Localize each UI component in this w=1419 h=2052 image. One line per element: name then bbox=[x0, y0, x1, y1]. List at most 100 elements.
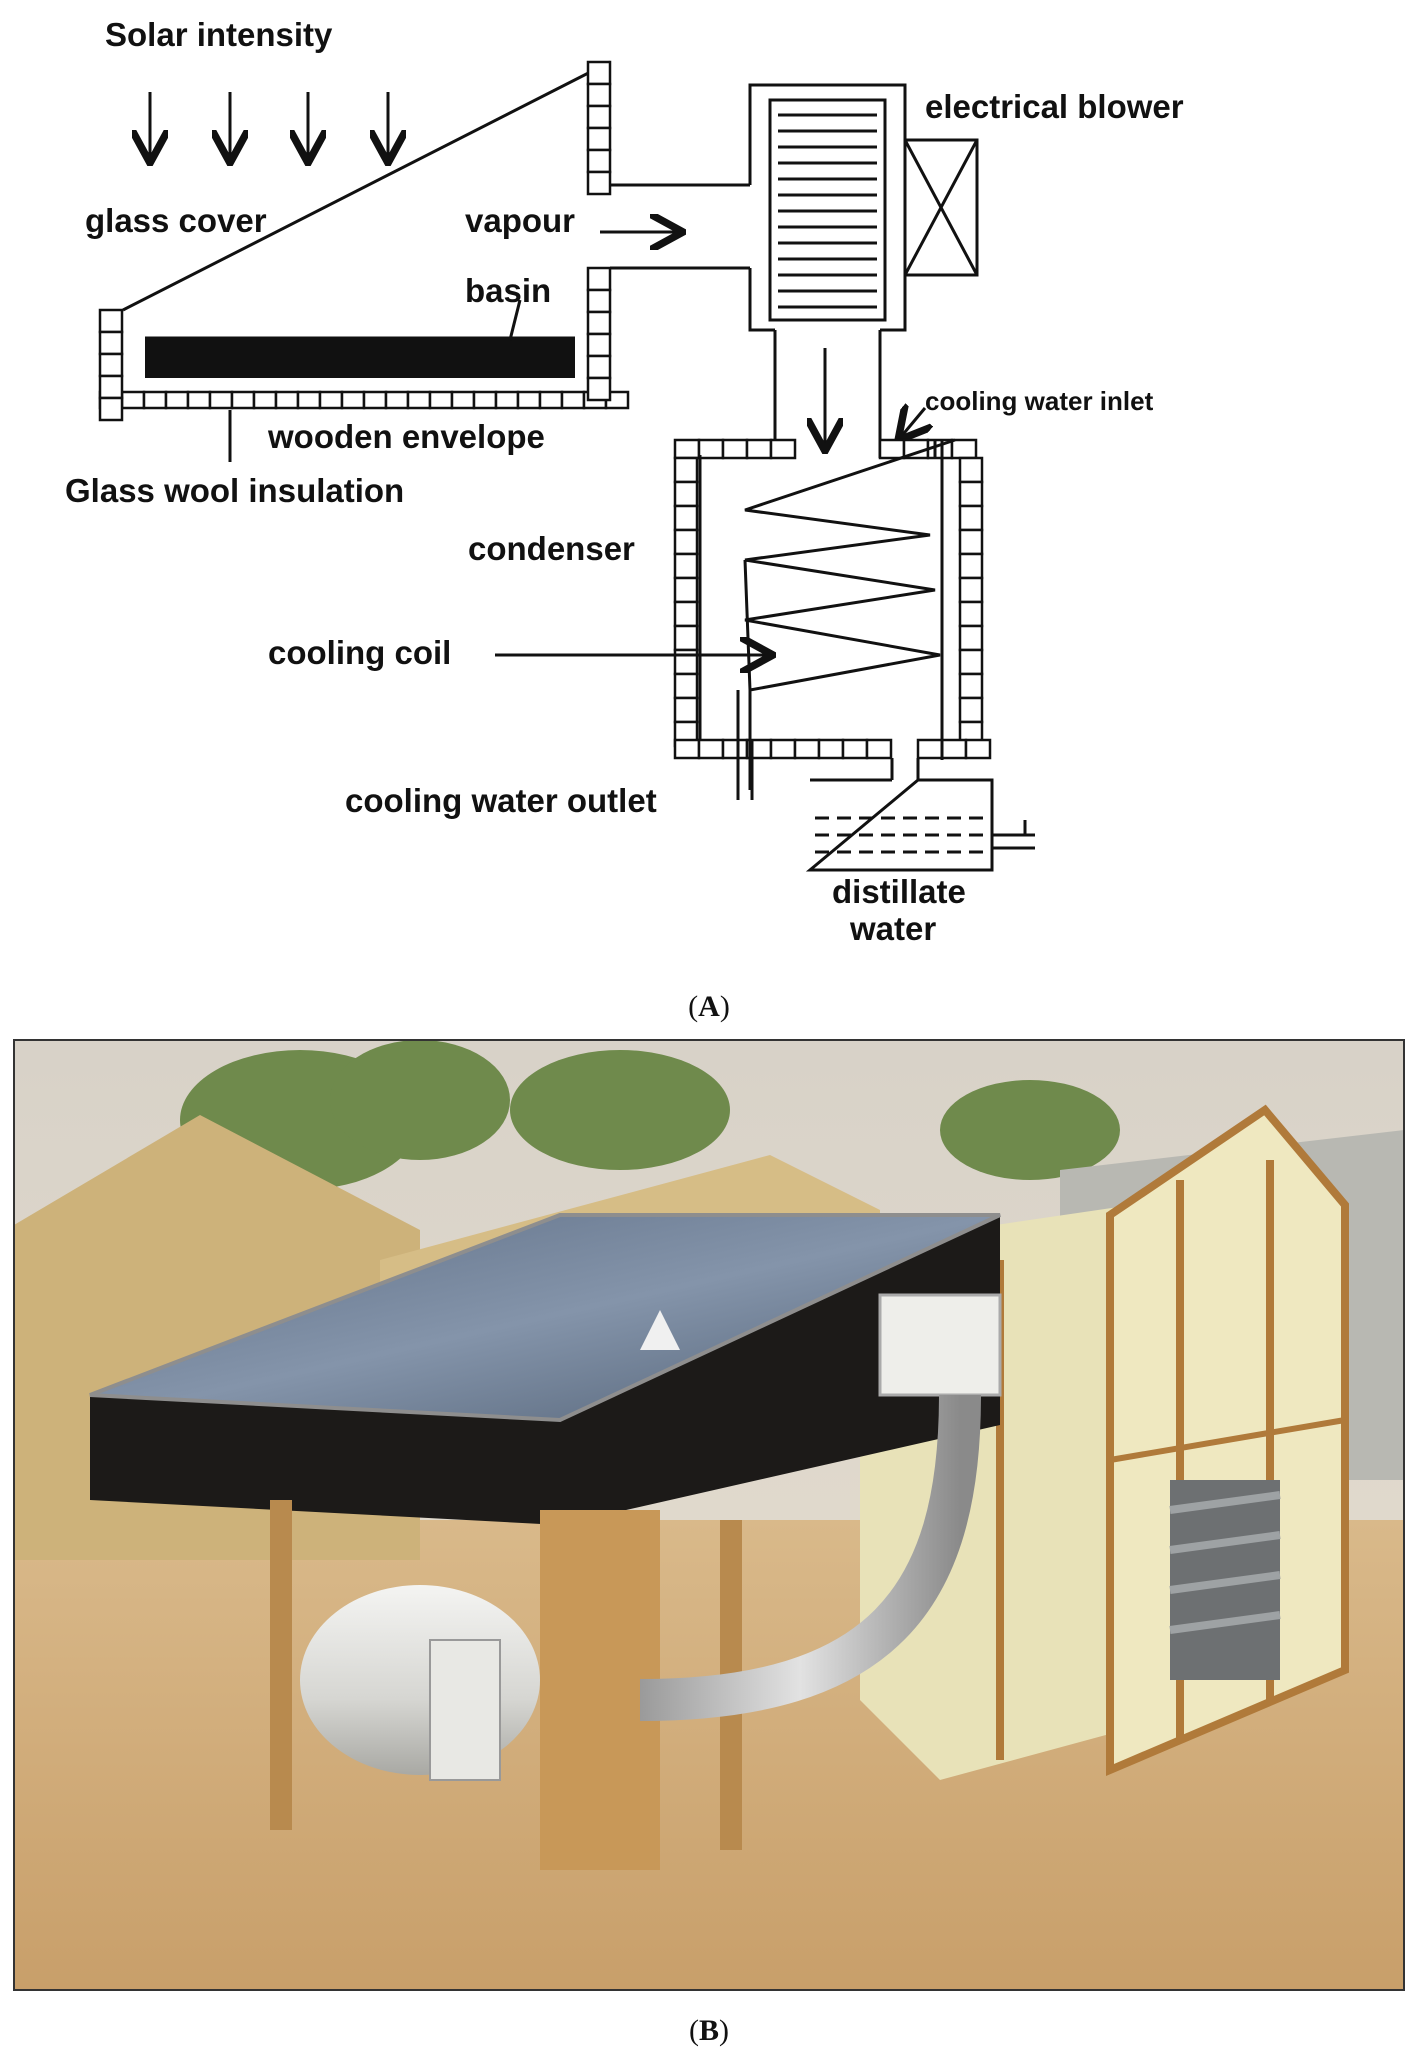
glass-cover-line bbox=[122, 60, 611, 312]
brick bbox=[586, 376, 612, 402]
brick bbox=[958, 456, 984, 484]
brick bbox=[384, 390, 410, 410]
brick bbox=[586, 170, 612, 196]
brick bbox=[673, 438, 701, 460]
condenser bbox=[495, 438, 992, 800]
brick bbox=[98, 352, 124, 378]
brick bbox=[958, 672, 984, 700]
label-cooling-water-outlet: cooling water outlet bbox=[345, 782, 657, 819]
basin-pointer bbox=[508, 299, 522, 341]
brick bbox=[98, 374, 124, 400]
brick bbox=[494, 390, 520, 410]
brick bbox=[673, 576, 699, 604]
brick bbox=[428, 390, 454, 410]
brick bbox=[721, 738, 749, 760]
brick bbox=[841, 738, 869, 760]
brick bbox=[769, 438, 797, 460]
brick bbox=[538, 390, 564, 410]
brick bbox=[98, 330, 124, 356]
brick bbox=[586, 288, 612, 314]
brick bbox=[950, 438, 978, 460]
brick bbox=[958, 552, 984, 580]
brick bbox=[769, 738, 797, 760]
brick bbox=[745, 438, 773, 460]
brick bbox=[362, 390, 388, 410]
label-basin: basin bbox=[465, 272, 551, 309]
brick bbox=[586, 126, 612, 152]
flexible-duct bbox=[639, 1394, 981, 1721]
brick bbox=[120, 390, 146, 410]
heat-exchanger-fins bbox=[778, 113, 877, 309]
still-brick-walls bbox=[98, 60, 630, 422]
label-water: water bbox=[849, 910, 936, 947]
brick bbox=[673, 456, 699, 484]
brick bbox=[673, 696, 699, 724]
brick bbox=[878, 438, 906, 460]
blower-housing bbox=[748, 83, 979, 458]
brick bbox=[142, 390, 168, 410]
electrical-blower bbox=[903, 138, 979, 277]
still-box bbox=[89, 1213, 1001, 1525]
brick bbox=[586, 310, 612, 336]
distillate-collector bbox=[805, 758, 1035, 872]
caption-a: (A) bbox=[688, 990, 730, 1023]
basin-water bbox=[145, 338, 575, 378]
brick bbox=[958, 600, 984, 628]
brick bbox=[98, 308, 124, 334]
solar-still bbox=[98, 60, 630, 462]
brick bbox=[586, 332, 612, 358]
brick bbox=[673, 552, 699, 580]
brick bbox=[296, 390, 322, 410]
brick bbox=[958, 504, 984, 532]
vapour-duct bbox=[600, 183, 750, 270]
label-glass-cover: glass cover bbox=[85, 202, 267, 239]
blower-unit bbox=[878, 1293, 1002, 1397]
label-distillate: distillate bbox=[832, 873, 966, 910]
label-cooling-water-inlet: cooling water inlet bbox=[925, 386, 1154, 416]
brick bbox=[673, 672, 699, 700]
brick bbox=[964, 738, 992, 760]
label-wooden-envelope: wooden envelope bbox=[267, 418, 545, 455]
brick bbox=[186, 390, 212, 410]
label-glass-wool-insulation: Glass wool insulation bbox=[65, 472, 404, 509]
brick bbox=[958, 576, 984, 604]
label-cooling-coil: cooling coil bbox=[268, 634, 451, 671]
brick bbox=[252, 390, 278, 410]
brick bbox=[673, 528, 699, 556]
brick bbox=[697, 738, 725, 760]
brick bbox=[817, 738, 845, 760]
brick bbox=[916, 738, 944, 760]
brick bbox=[865, 738, 893, 760]
label-condenser: condenser bbox=[468, 530, 635, 567]
brick bbox=[340, 390, 366, 410]
brick bbox=[673, 738, 701, 760]
brick bbox=[230, 390, 256, 410]
brick bbox=[958, 480, 984, 508]
label-electrical-blower: electrical blower bbox=[925, 88, 1184, 125]
brick bbox=[673, 600, 699, 628]
brick bbox=[406, 390, 432, 410]
brick bbox=[560, 390, 586, 410]
brick bbox=[673, 624, 699, 652]
schematic-diagram: Solar intensity glass cover vapour basin… bbox=[65, 16, 1184, 947]
brick bbox=[958, 696, 984, 724]
brick bbox=[164, 390, 190, 410]
glass-cover-panel bbox=[89, 1213, 1001, 1423]
brick bbox=[586, 82, 612, 108]
brick bbox=[318, 390, 344, 410]
brick bbox=[721, 438, 749, 460]
solar-arrows bbox=[150, 92, 388, 160]
brick bbox=[940, 738, 968, 760]
brick bbox=[958, 528, 984, 556]
brick bbox=[586, 266, 612, 292]
brick bbox=[472, 390, 498, 410]
brick bbox=[98, 396, 124, 422]
label-vapour: vapour bbox=[465, 202, 575, 239]
condenser-tank bbox=[300, 1585, 540, 1775]
brick bbox=[586, 60, 612, 86]
brick bbox=[586, 354, 612, 380]
brick bbox=[586, 148, 612, 174]
brick bbox=[450, 390, 476, 410]
brick bbox=[697, 438, 725, 460]
brick bbox=[673, 480, 699, 508]
